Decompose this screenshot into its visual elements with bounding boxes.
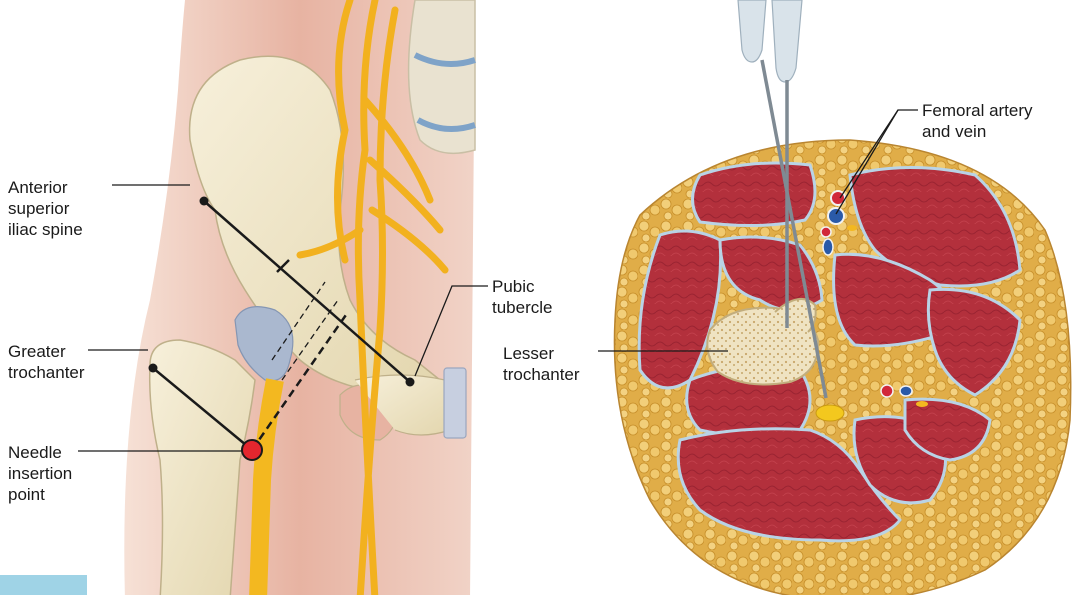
- label-needle-insertion-point: Needle insertion point: [8, 442, 72, 505]
- label-femoral-vessels: Femoral artery and vein: [922, 100, 1033, 142]
- label-lesser-trochanter: Lesser trochanter: [503, 343, 580, 385]
- vessel: [821, 227, 831, 237]
- nerve-branch: [847, 225, 857, 231]
- vessel: [823, 239, 833, 255]
- pelvis-illustration: [124, 0, 475, 595]
- needle-hub: [772, 0, 802, 82]
- pubic-tubercle-point: [406, 378, 415, 387]
- muscle-sartorius: [693, 163, 815, 226]
- vessel: [900, 386, 912, 396]
- label-asis: Anterior superior iliac spine: [8, 177, 83, 240]
- label-pubic-tubercle: Pubic tubercle: [492, 276, 552, 318]
- greater-trochanter-point: [149, 364, 158, 373]
- target-nerve: [816, 405, 844, 421]
- needle-insertion-marker: [242, 440, 262, 460]
- needle-hub: [738, 0, 766, 62]
- vessel: [881, 385, 893, 397]
- thigh-cross-section: [614, 140, 1070, 595]
- label-greater-trochanter: Greater trochanter: [8, 341, 85, 383]
- pubic-symphysis: [444, 368, 466, 438]
- page-tab-marker: [0, 575, 87, 595]
- asis-point: [200, 197, 209, 206]
- femoral-vein: [828, 208, 844, 224]
- nerve-branch: [916, 401, 928, 407]
